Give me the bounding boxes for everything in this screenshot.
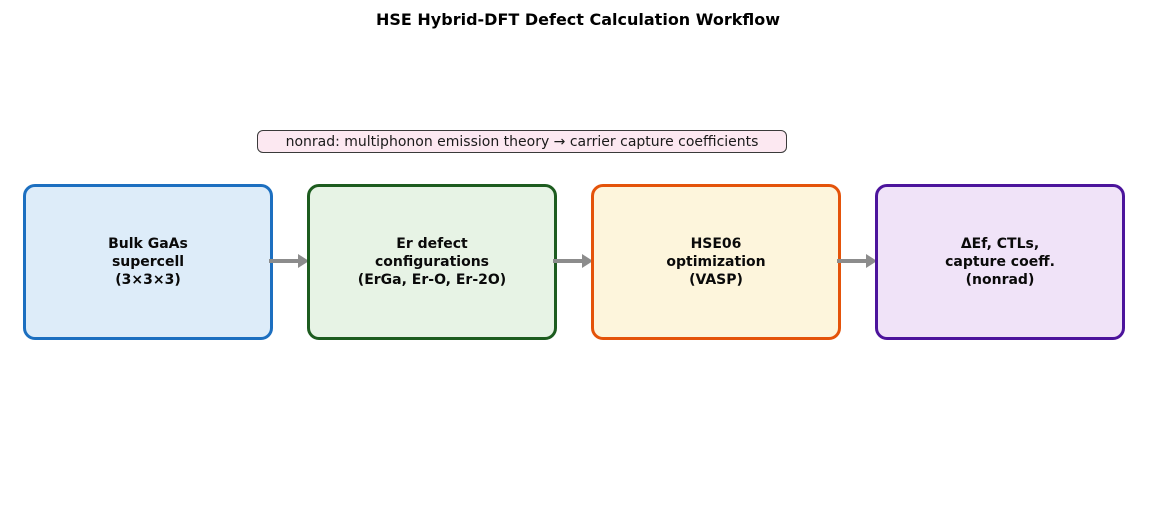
flow-box-bulk-gaas-supercell: Bulk GaAs supercell (3×3×3) — [23, 184, 273, 340]
diagram-title: HSE Hybrid-DFT Defect Calculation Workfl… — [376, 10, 780, 29]
flow-box-results-capture-coefficients: ΔEf, CTLs, capture coeff. (nonrad) — [875, 184, 1125, 340]
connector-arrow-icon — [837, 254, 877, 268]
box-text-line: capture coeff. — [945, 254, 1055, 270]
box-text-line: supercell — [111, 254, 185, 270]
flow-box-er-defect-configurations: Er defect configurations (ErGa, Er-O, Er… — [307, 184, 557, 340]
box-text-line: Bulk GaAs — [108, 236, 188, 252]
box-text-line: (nonrad) — [965, 272, 1035, 288]
box-text-line: HSE06 — [690, 236, 742, 252]
box-text-line: (VASP) — [689, 272, 743, 288]
box-text-line: configurations — [374, 254, 489, 270]
connector-arrow-icon — [269, 254, 309, 268]
box-text-line: ΔEf, CTLs, — [960, 236, 1040, 252]
box-text-line: optimization — [666, 254, 766, 270]
connector-arrow-icon — [553, 254, 593, 268]
box-text-line: (ErGa, Er-O, Er-2O) — [357, 272, 507, 288]
nonrad-note-box: nonrad: multiphonon emission theory → ca… — [257, 130, 787, 153]
box-text-line: (3×3×3) — [115, 272, 181, 288]
flow-box-hse06-optimization: HSE06 optimization (VASP) — [591, 184, 841, 340]
box-text-line: Er defect — [396, 236, 468, 252]
